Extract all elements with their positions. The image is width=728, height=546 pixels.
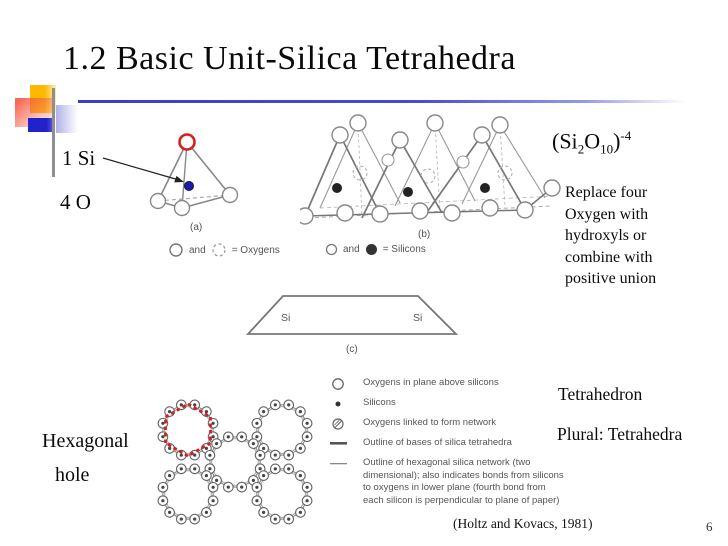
figure-label-c: (c) [346, 344, 358, 355]
open-circle-icon [325, 243, 338, 256]
plural-tetrahedra-label: Plural: Tetrahedra [557, 424, 683, 444]
legend-item: Outline of hexagonal silica network (two… [330, 457, 566, 507]
open-circle-icon [169, 243, 183, 257]
legend-item-text: Oxygens in plane above silicons [363, 377, 499, 388]
decoration-blue-square [28, 118, 55, 132]
silicon-dot [403, 187, 413, 197]
legend-item-text: Outline of bases of silica tetrahedra [363, 437, 512, 448]
silicon-dot [332, 183, 342, 193]
legend-item-text: Outline of hexagonal silica network (two… [363, 457, 564, 506]
oxygen-circle [149, 192, 167, 210]
hatched-circle-icon [330, 417, 363, 430]
replace-note: Replace four Oxygen with hydroxyls or co… [565, 184, 657, 287]
page-title: 1.2 Basic Unit-Silica Tetrahedra [63, 40, 516, 77]
oxygen-count-label: 4 O [60, 190, 91, 214]
linked-tetrahedra-figure-b: (b) [300, 114, 561, 240]
figure-legend: Oxygens in plane above silicons Silicons… [330, 377, 566, 514]
silicon-dot [480, 183, 490, 193]
oxygen-symbol-key: and = Oxygens [168, 242, 280, 258]
hexagonal-hole-label: Hexagonal hole [42, 430, 129, 486]
vertical-divider-line [52, 88, 55, 177]
dashed-circle-icon [212, 243, 226, 257]
filled-circle-icon [365, 244, 377, 255]
si-label-right: Si [413, 312, 422, 324]
hexagonal-network-figure [157, 399, 313, 525]
thick-line-icon [330, 437, 363, 450]
legend-item: Silicons [330, 397, 566, 410]
thin-line-icon [330, 457, 363, 507]
silica-formula: (Si2O10)-4 [552, 128, 632, 157]
filled-dot-icon [330, 397, 363, 410]
silicon-dot [184, 181, 195, 192]
horizontal-divider-line [78, 100, 698, 103]
open-circle-icon [330, 377, 363, 390]
si-label-left: Si [281, 312, 290, 324]
oxygen-circle [221, 186, 239, 204]
legend-item-text: Oxygens linked to form network [363, 417, 497, 428]
legend-item: Oxygens in plane above silicons [330, 377, 566, 390]
figure-label-a: (a) [190, 222, 202, 233]
figure-label-b: (b) [418, 229, 430, 240]
silicon-pointer-arrow [102, 157, 180, 181]
highlighted-apex-oxygen-circle [178, 133, 196, 151]
single-tetrahedron-figure-a: (a) [102, 133, 239, 233]
citation: (Holtz and Kovacs, 1981) [453, 516, 593, 531]
silicon-count-label: 1 Si [62, 146, 96, 170]
page-number: 6 [706, 519, 713, 534]
legend-item: Oxygens linked to form network [330, 417, 566, 430]
trapezoid-figure-c: Si Si (c) [245, 295, 459, 355]
legend-item-text: Silicons [363, 397, 396, 408]
legend-item: Outline of bases of silica tetrahedra [330, 437, 566, 450]
decoration-blue-fade [56, 105, 78, 133]
oxygen-circle [173, 199, 191, 217]
tetrahedron-label: Tetrahedron [558, 384, 643, 404]
silicon-symbol-key: and = Silicons [325, 243, 426, 256]
